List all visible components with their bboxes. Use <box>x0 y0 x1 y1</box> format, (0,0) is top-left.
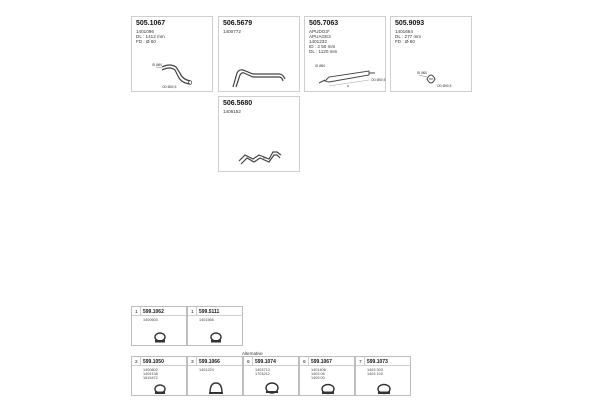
spec-line: ID : 2 50 mm <box>309 44 336 49</box>
reference: 1403 303 <box>367 368 383 372</box>
part-number: 599.1067 <box>311 359 332 365</box>
clamp-card: 7 599.1073 1403 303 1403 100 <box>355 356 411 396</box>
part-card-505-7063: 505.7063 APUDO3* APUAGE3 1401232 ID : 2 … <box>304 16 386 92</box>
reference: 1404138 <box>143 372 158 376</box>
divider <box>308 357 309 365</box>
clamp-card: 6 599.1067 1401408 1403 06 1409 00 <box>299 356 355 396</box>
divider <box>300 365 354 366</box>
part-number: 599.5111 <box>199 309 220 315</box>
spec-line: FD : Ø 60 <box>136 39 156 44</box>
reference: 1615472 <box>143 376 158 380</box>
clamp-card: 3 599.1066 1401224 <box>187 356 243 396</box>
spec-line: APUDO3* <box>309 29 330 34</box>
clamp-icon <box>210 332 222 343</box>
dim-label: OD Ø60,5 <box>437 84 452 88</box>
part-card-505-1067: 505.1067 1401096 DL : 1412 mm FD : Ø 60 … <box>131 16 213 92</box>
reference: 1401566 <box>199 318 214 322</box>
spec-line: 1401664 <box>395 29 413 34</box>
divider <box>140 307 141 315</box>
reference: 1403713 <box>255 368 270 372</box>
clamp-icon <box>265 382 279 394</box>
part-number: 505.9093 <box>395 20 425 27</box>
clamp-icon <box>209 382 223 394</box>
reference: 1403 06 <box>311 372 325 376</box>
divider <box>132 365 186 366</box>
divider <box>140 357 141 365</box>
dim-label: ID Ø60 <box>417 71 427 75</box>
part-number: 505.1067 <box>136 20 166 27</box>
pipe-drawing: ID Ø60 OD Ø60,5 <box>417 71 452 88</box>
part-card-506-5679: 506.5679 1400772 <box>218 16 300 92</box>
reference: 1400603 <box>143 318 158 322</box>
clamp-card: 1 599.5111 1401566 <box>187 306 243 346</box>
position-number: 1 <box>191 310 194 315</box>
position-number: 3 <box>191 360 194 365</box>
reference: 1401224 <box>199 368 214 372</box>
position-number: 6 <box>303 360 306 365</box>
divider <box>196 307 197 315</box>
part-number: 599.1074 <box>255 359 276 365</box>
divider <box>364 357 365 365</box>
part-number: 505.7063 <box>309 20 339 27</box>
dim-label: a <box>347 84 349 88</box>
dim-label: OD Ø60,5 <box>371 78 386 82</box>
part-number: 599.1062 <box>143 309 164 315</box>
spec-line: DL : 277 mm <box>395 34 422 39</box>
reference: 1403 100 <box>367 372 383 376</box>
spec-line: DL : 1120 mm <box>309 49 338 54</box>
part-number: 599.1050 <box>143 359 164 365</box>
silencer-drawing: ID Ø60 OD Ø60,5 a <box>315 64 386 88</box>
clamp-icon <box>377 383 391 395</box>
dim-label: ID Ø60 <box>315 64 325 68</box>
spec-line: 1406152 <box>223 109 241 114</box>
reference: 1401408 <box>311 368 326 372</box>
divider <box>132 315 186 316</box>
spec-line: 1400772 <box>223 29 241 34</box>
part-number: 599.1073 <box>367 359 388 365</box>
reference: 1400602 <box>143 368 158 372</box>
pipe-drawing <box>232 69 286 88</box>
caption: Alternative <box>242 351 263 356</box>
divider <box>356 365 410 366</box>
reference: 1703212 <box>255 372 270 376</box>
divider <box>196 357 197 365</box>
part-number: 599.1066 <box>199 359 220 365</box>
part-card-505-9093: 505.9093 1401664 DL : 277 mm FD : Ø 60 I… <box>390 16 472 92</box>
clamp-icon <box>321 383 335 395</box>
position-number: 6 <box>247 360 250 365</box>
divider <box>188 365 242 366</box>
position-number: 7 <box>359 360 362 365</box>
clamp-icon <box>154 384 166 394</box>
clamp-icon <box>154 332 166 343</box>
reference: 1409 00 <box>311 376 325 380</box>
pipe-drawing: ID Ø60 OD Ø60,5 <box>152 63 192 89</box>
part-card-506-5680: 506.5680 1406152 <box>218 96 300 172</box>
spec-line: FD : Ø 60 <box>395 39 415 44</box>
clamp-card: 2 599.1050 1400602 1404138 1615472 <box>131 356 187 396</box>
divider <box>244 365 298 366</box>
position-number: 2 <box>135 360 138 365</box>
spec-line: 1401096 <box>136 29 154 34</box>
position-number: 1 <box>135 310 138 315</box>
spec-line: APUAGE3 <box>309 34 331 39</box>
clamp-card: 1 599.1062 1400603 <box>131 306 187 346</box>
dim-label: ID Ø60 <box>152 63 162 67</box>
pipe-drawing <box>238 151 282 165</box>
clamp-card: 6 599.1074 1403713 1703212 <box>243 356 299 396</box>
spec-line: DL : 1412 mm <box>136 34 165 39</box>
spec-line: 1401232 <box>309 39 327 44</box>
part-number: 506.5680 <box>223 100 253 107</box>
divider <box>252 357 253 365</box>
divider <box>188 315 242 316</box>
part-number: 506.5679 <box>223 20 253 27</box>
dim-label: OD Ø60,5 <box>162 85 177 89</box>
